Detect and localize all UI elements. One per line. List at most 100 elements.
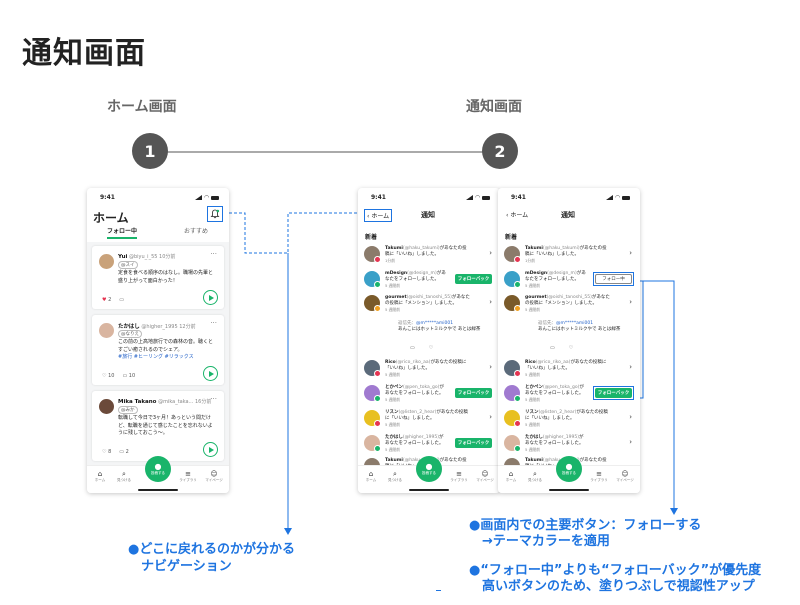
mention-badge-icon: [514, 305, 521, 312]
follow-badge-icon: [374, 281, 381, 288]
user-icon: ☺: [621, 470, 629, 478]
follow-back-button[interactable]: フォローバック: [455, 274, 492, 284]
comment-button[interactable]: ▭ 10: [122, 373, 136, 379]
tabbar-record-button[interactable]: ●投稿する: [145, 456, 171, 482]
home-icon: ⌂: [97, 470, 103, 478]
tabbar-search[interactable]: ⌕見つける: [113, 470, 135, 483]
tabbar-mypage[interactable]: ☺マイページ: [474, 470, 496, 483]
tabbar-home[interactable]: ⌂ホーム: [360, 470, 382, 483]
comment-icon[interactable]: ▭: [550, 345, 555, 351]
comment-icon[interactable]: ▭: [410, 345, 415, 351]
comment-button[interactable]: ▭ 2: [119, 449, 129, 455]
heart-outline-icon: ♡: [102, 449, 107, 455]
tabbar-search[interactable]: ⌕見つける: [524, 470, 546, 483]
chevron-right-icon[interactable]: ›: [629, 249, 632, 257]
step-label-home: ホーム画面: [107, 99, 177, 115]
tabbar-home[interactable]: ⌂ホーム: [89, 470, 111, 483]
step-label-notifications: 通知画面: [466, 99, 522, 115]
follow-badge-icon: [514, 395, 521, 402]
notification-text: gourmet(@oishi_tanoshi_55)があなたの投稿に「メンション…: [525, 295, 610, 312]
heart-outline-icon[interactable]: ♡: [428, 345, 434, 351]
notification-text: リスン(@listen_2_hear)があなたの投稿に「いいね」しました。5 週…: [525, 410, 608, 427]
tabbar-search[interactable]: ⌕見つける: [384, 470, 406, 483]
notification-text: mDesign(@design_m)があなたをフォローしました。5 週間前: [525, 271, 586, 288]
like-badge-icon: [374, 420, 381, 427]
status-time: 9:41: [100, 194, 115, 201]
post-card[interactable]: Yui @biyu_i_55 10分前 ··· @スイ 定食を食べる順序のはなし…: [92, 246, 224, 309]
step-connector: [150, 151, 500, 153]
chevron-right-icon[interactable]: ›: [629, 298, 632, 306]
chevron-left-icon: ‹: [506, 212, 509, 219]
tabbar-record-button[interactable]: ●投稿する: [416, 456, 442, 482]
post-tag: @スイ: [118, 261, 138, 269]
decorative-dash: [436, 590, 441, 591]
following-button[interactable]: フォロー中: [595, 274, 632, 284]
chevron-right-icon[interactable]: ›: [629, 438, 632, 446]
search-icon: ⌕: [122, 470, 126, 478]
chevron-right-icon[interactable]: ›: [489, 249, 492, 257]
library-icon: ≡: [596, 470, 602, 478]
tabbar-library[interactable]: ≡ライブラリ: [448, 470, 470, 483]
more-icon[interactable]: ···: [210, 319, 217, 327]
play-icon: [208, 446, 214, 453]
play-button[interactable]: [203, 442, 218, 457]
more-icon[interactable]: ···: [210, 250, 217, 258]
back-button[interactable]: ‹ ホーム: [506, 212, 529, 219]
like-button[interactable]: ♥ 2: [102, 297, 112, 303]
tabbar-home[interactable]: ⌂ホーム: [500, 470, 522, 483]
follow-back-button[interactable]: フォローバック: [595, 388, 632, 398]
like-button[interactable]: ♡ 8: [102, 449, 112, 455]
chevron-right-icon[interactable]: ›: [489, 413, 492, 421]
post-author: Mika Takano @mika_taka... 16分前: [118, 399, 212, 405]
bottom-tabbar: ⌂ホーム ⌕見つける ●投稿する ≡ライブラリ ☺マイページ: [498, 456, 640, 493]
back-button[interactable]: ‹ ホーム: [364, 209, 393, 222]
tab-following[interactable]: フォロー中: [107, 226, 138, 239]
chevron-right-icon[interactable]: ›: [629, 413, 632, 421]
more-icon[interactable]: ···: [210, 395, 217, 403]
search-icon: ⌕: [533, 470, 537, 478]
avatar: [99, 323, 114, 338]
heart-icon: ♥: [102, 297, 107, 303]
post-hashtags[interactable]: #旅行 #ヒーリング #リラックス: [118, 354, 194, 360]
bottom-tabbar: ⌂ホーム ⌕見つける ●投稿する ≡ライブラリ ☺マイページ: [358, 456, 500, 493]
page-title: 通知画面: [22, 36, 146, 71]
reply-actions: ▭♡: [550, 345, 573, 351]
post-card[interactable]: たかはし @higher_1995 12分前 ··· @なりえ この前の上高地旅…: [92, 315, 224, 385]
status-bar: 9:41 ◠: [358, 188, 500, 202]
play-button[interactable]: [203, 290, 218, 305]
heart-outline-icon[interactable]: ♡: [568, 345, 574, 351]
tabbar-library[interactable]: ≡ライブラリ: [588, 470, 610, 483]
follow-back-button[interactable]: フォローバック: [455, 438, 492, 448]
phone-home-screen: 9:41 ◠ ホーム フォロー中 おすすめ Yui @biyu_i_55 10分…: [87, 188, 229, 493]
tab-recommended[interactable]: おすすめ: [184, 228, 209, 235]
notification-text: mDesign(@design_m)があなたをフォローしました。5 週間前: [385, 271, 446, 288]
status-bar: 9:41 ◠: [87, 188, 229, 202]
heart-outline-icon: ♡: [102, 373, 107, 379]
battery-icon: [622, 195, 630, 200]
tabbar-mypage[interactable]: ☺マイページ: [203, 470, 225, 483]
wifi-icon: ◠: [204, 194, 209, 201]
post-actions: ♡ 8 ▭ 2: [102, 449, 129, 455]
notification-item[interactable]: gourmet(@oishi_tanoshi_55)があなたの投稿に「メンション…: [498, 295, 640, 357]
status-icons: ◠: [466, 194, 490, 201]
bell-icon[interactable]: [207, 206, 223, 222]
notification-item[interactable]: gourmet(@oishi_tanoshi_55)があなたの投稿に「メンション…: [358, 295, 500, 357]
chevron-right-icon[interactable]: ›: [629, 363, 632, 371]
tabbar-record-button[interactable]: ●投稿する: [556, 456, 582, 482]
tabbar-library[interactable]: ≡ライブラリ: [177, 470, 199, 483]
chevron-right-icon[interactable]: ›: [489, 298, 492, 306]
post-tag: @なりえ: [118, 330, 142, 338]
follow-back-button[interactable]: フォローバック: [455, 388, 492, 398]
tabbar-mypage[interactable]: ☺マイページ: [614, 470, 636, 483]
comment-icon: ▭: [119, 449, 124, 455]
post-author: Yui @biyu_i_55 10分前: [118, 254, 176, 260]
like-button[interactable]: ♡ 10: [102, 373, 115, 379]
play-button[interactable]: [203, 366, 218, 381]
post-card[interactable]: Mika Takano @mika_taka... 16分前 ··· @みか 転…: [92, 391, 224, 461]
comment-button[interactable]: ▭: [119, 297, 124, 303]
post-author: たかはし @higher_1995 12分前: [118, 324, 196, 330]
post-actions: ♡ 10 ▭ 10: [102, 373, 135, 379]
nav-title: 通知: [561, 211, 575, 219]
chevron-right-icon[interactable]: ›: [489, 363, 492, 371]
